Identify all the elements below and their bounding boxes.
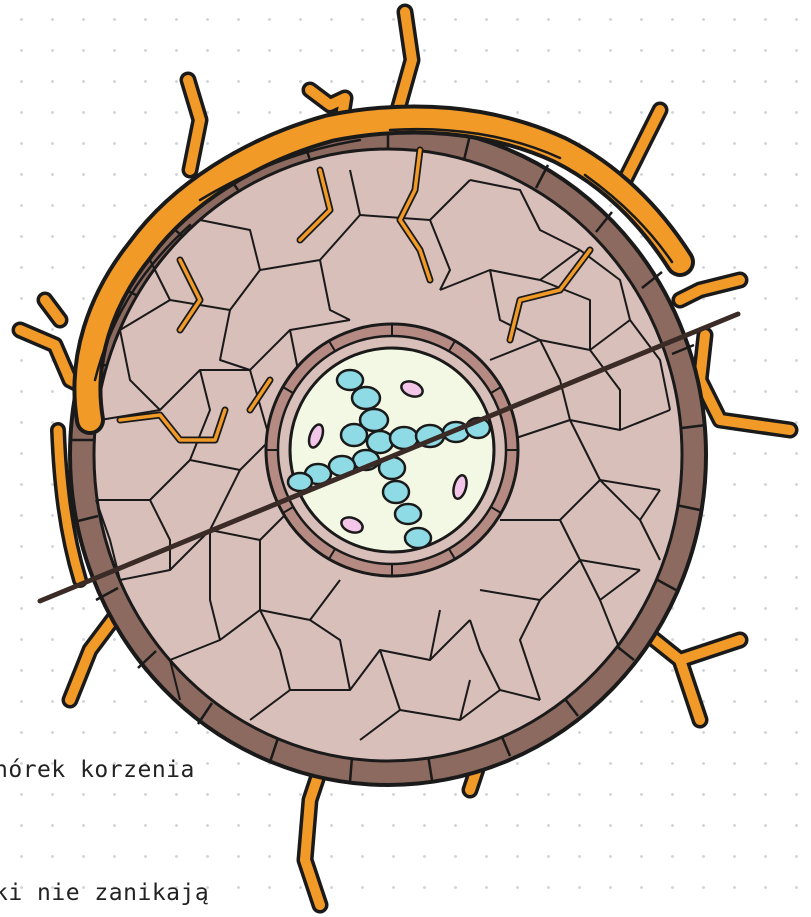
caption-line-1: hórek korzenia: [0, 757, 195, 783]
stele: [290, 348, 494, 552]
caption-line-2: ki nie zanikają: [0, 880, 209, 906]
